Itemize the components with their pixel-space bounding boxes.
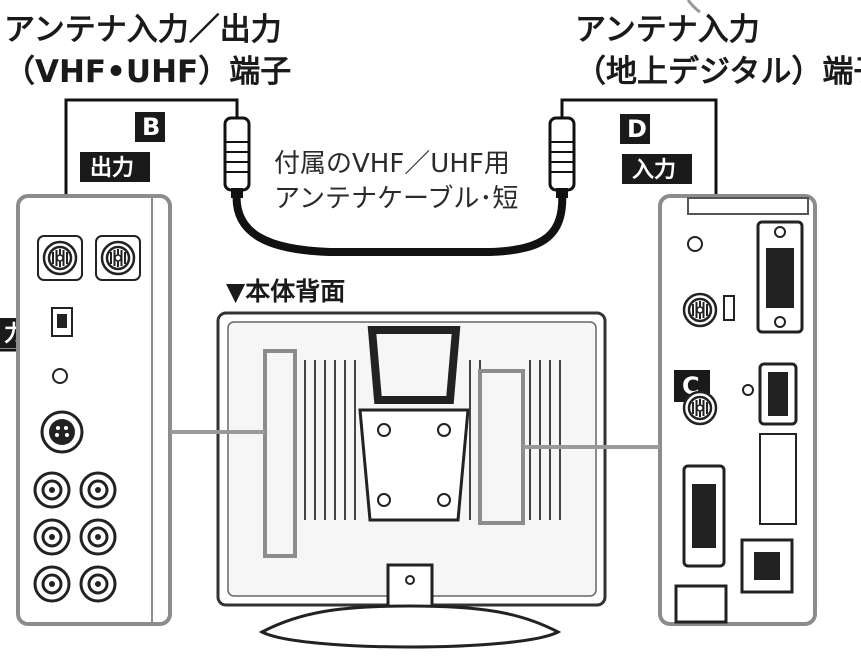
vhf-uhf-input-jack	[95, 235, 141, 281]
small-jack	[52, 368, 68, 384]
rear-view-label: ▼本体背面	[226, 277, 345, 306]
vhf-uhf-output-jack	[37, 235, 83, 281]
hdmi-port	[758, 362, 798, 426]
right-terminal-panel: C	[658, 194, 817, 626]
badge-input-right	[622, 154, 692, 184]
vhf-uhf-terminal-title-line2: （VHF•UHF）端子	[4, 54, 291, 90]
antenna-cable	[223, 116, 576, 259]
vhf-uhf-terminal-title-line1: アンテナ入力／出力	[4, 12, 282, 48]
digital-terminal-title-line1: アンテナ入力	[575, 12, 760, 48]
dvi-port	[756, 220, 804, 334]
badge-output	[80, 152, 150, 182]
left-terminal-panel	[16, 194, 172, 626]
badge-d	[620, 114, 650, 144]
connector-c-jack	[682, 390, 718, 426]
vga-port	[682, 464, 726, 568]
badge-b-letter: B	[142, 113, 160, 141]
cable-caption-line1: 付属のVHF／UHF用	[274, 149, 510, 179]
badge-d-letter: D	[627, 115, 647, 143]
s-video-jack	[40, 410, 84, 454]
badge-input-right-text: 入力	[632, 158, 676, 183]
digital-input-jack	[682, 292, 718, 328]
digital-terminal-title-line2: （地上デジタル）端子	[575, 54, 861, 90]
phone-port	[674, 584, 728, 624]
slot	[759, 433, 797, 525]
line-b-to-output	[64, 98, 239, 225]
cable-caption-line2: アンテナケーブル･短	[274, 184, 518, 214]
badge-b	[135, 112, 165, 142]
badge-output-text: 出力	[90, 156, 134, 181]
leader-fragment	[686, 0, 701, 14]
line-d-to-input	[560, 98, 718, 262]
tv-rear-illustration	[216, 311, 607, 649]
